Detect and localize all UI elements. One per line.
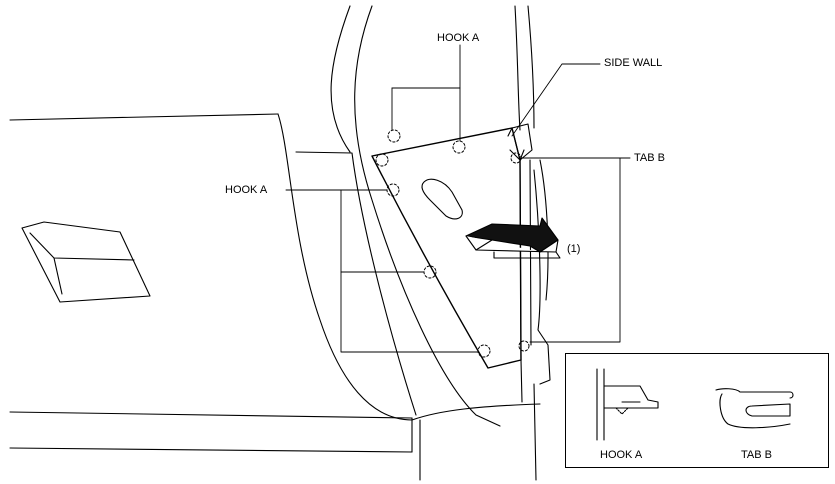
step-number-label: (1) [567,243,581,255]
tab-b-callout-2 [518,340,530,352]
arrow-right-icon [465,217,561,259]
legend-hook-a-label: HOOK A [600,449,643,461]
hook-a-callout-6 [477,344,491,358]
hook-a-callout-3 [375,153,389,167]
hook-a-left-label: HOOK A [225,184,268,196]
hook-a-legend-drawing [596,368,659,441]
hook-a-callout-2 [452,140,466,154]
side-window [21,221,151,303]
vehicle-body-outline [9,5,551,481]
tab-b-legend-drawing [715,388,794,429]
trim-panel [371,123,533,369]
hook-callouts [375,129,530,358]
hook-a-callout-1 [387,129,401,143]
legend-box [565,353,829,468]
leader-lines [285,44,631,353]
legend-tab-b-label: TAB B [741,449,772,461]
tab-b-label: TAB B [634,152,665,164]
side-wall-label: SIDE WALL [604,57,663,69]
hook-a-top-label: HOOK A [437,32,480,44]
